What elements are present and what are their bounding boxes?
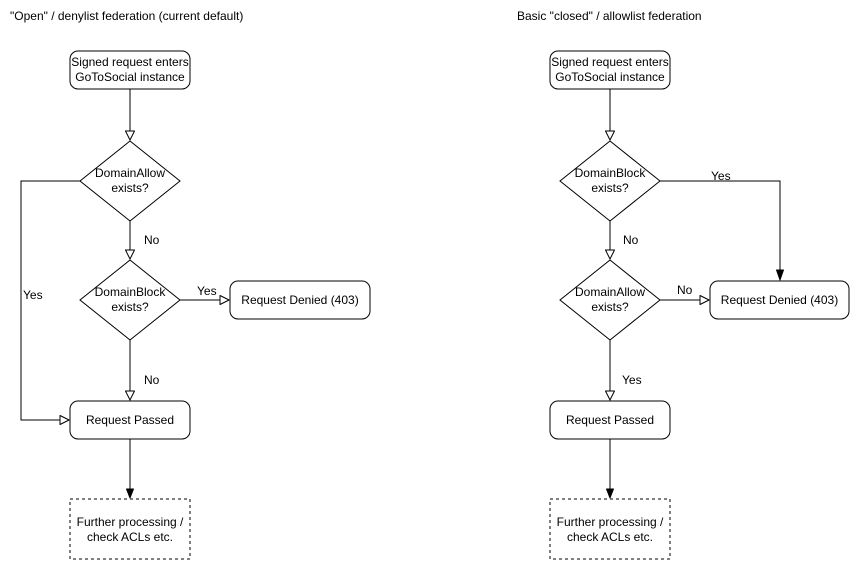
right-arrowhead-passed-to-further <box>606 488 614 499</box>
left-arrowhead-allow-to-block <box>125 249 135 260</box>
left-passed-node <box>69 400 191 440</box>
right-denied-node <box>709 280 850 320</box>
right-arrowhead-yes-to-denied <box>776 269 784 281</box>
left-passed-label: Request Passed <box>85 413 175 427</box>
left-decision-domainblock <box>79 259 181 341</box>
right-start-node <box>549 50 671 90</box>
left-edge-label-yes-loop: Yes <box>23 288 43 302</box>
left-chart-title: "Open" / denylist federation (current de… <box>10 9 244 23</box>
left-edge-label-no-after-allow: No <box>144 233 160 247</box>
right-arrowhead-allow-to-passed <box>605 390 615 401</box>
left-further-label: Further processing / check ACLs etc. <box>76 515 184 544</box>
right-decision-domainallow-label: DomainAllow exists? <box>574 285 646 314</box>
right-edge-label-yes-after-allow: Yes <box>622 373 642 387</box>
left-edge-label-no-after-block: No <box>144 373 160 387</box>
right-start-label: Signed request enters GoToSocial instanc… <box>551 55 669 84</box>
right-decision-domainblock-label: DomainBlock exists? <box>574 166 646 195</box>
right-arrowhead-allow-to-denied <box>699 295 710 305</box>
left-edge-yes-loop <box>20 180 80 421</box>
left-arrowhead-yes-loop <box>59 415 70 425</box>
left-arrowhead-block-to-passed <box>125 390 135 401</box>
right-edge-label-no-to-denied: No <box>677 283 693 297</box>
right-edge-label-no-after-block: No <box>623 233 639 247</box>
left-arrowhead-block-to-denied <box>219 295 230 305</box>
right-denied-label: Request Denied (403) <box>720 293 839 307</box>
right-further-label: Further processing / check ACLs etc. <box>556 515 664 544</box>
right-passed-label: Request Passed <box>565 413 655 427</box>
right-arrowhead-block-to-allow <box>605 249 615 260</box>
right-passed-node <box>549 400 671 440</box>
left-denied-label: Request Denied (403) <box>241 293 359 307</box>
right-arrowhead-start-to-block <box>605 130 615 141</box>
left-further-node <box>69 498 191 560</box>
right-edge-yes-to-denied <box>660 180 781 270</box>
right-decision-domainblock <box>559 140 661 222</box>
right-chart-title: Basic "closed" / allowlist federation <box>517 9 702 23</box>
left-decision-domainallow-label: DomainAllow exists? <box>94 166 166 195</box>
right-edge-label-yes-to-denied: Yes <box>711 169 731 183</box>
left-arrowhead-passed-to-further <box>126 488 134 499</box>
left-decision-domainblock-label: DomainBlock exists? <box>94 285 166 314</box>
left-arrowhead-start-to-allow <box>125 130 135 141</box>
right-further-node <box>549 498 671 560</box>
left-decision-domainallow <box>79 140 181 222</box>
left-edge-label-yes-to-denied: Yes <box>197 284 217 298</box>
left-start-label: Signed request enters GoToSocial instanc… <box>71 55 189 84</box>
right-decision-domainallow <box>559 259 661 341</box>
left-denied-node <box>229 280 371 320</box>
left-start-node <box>69 50 191 90</box>
